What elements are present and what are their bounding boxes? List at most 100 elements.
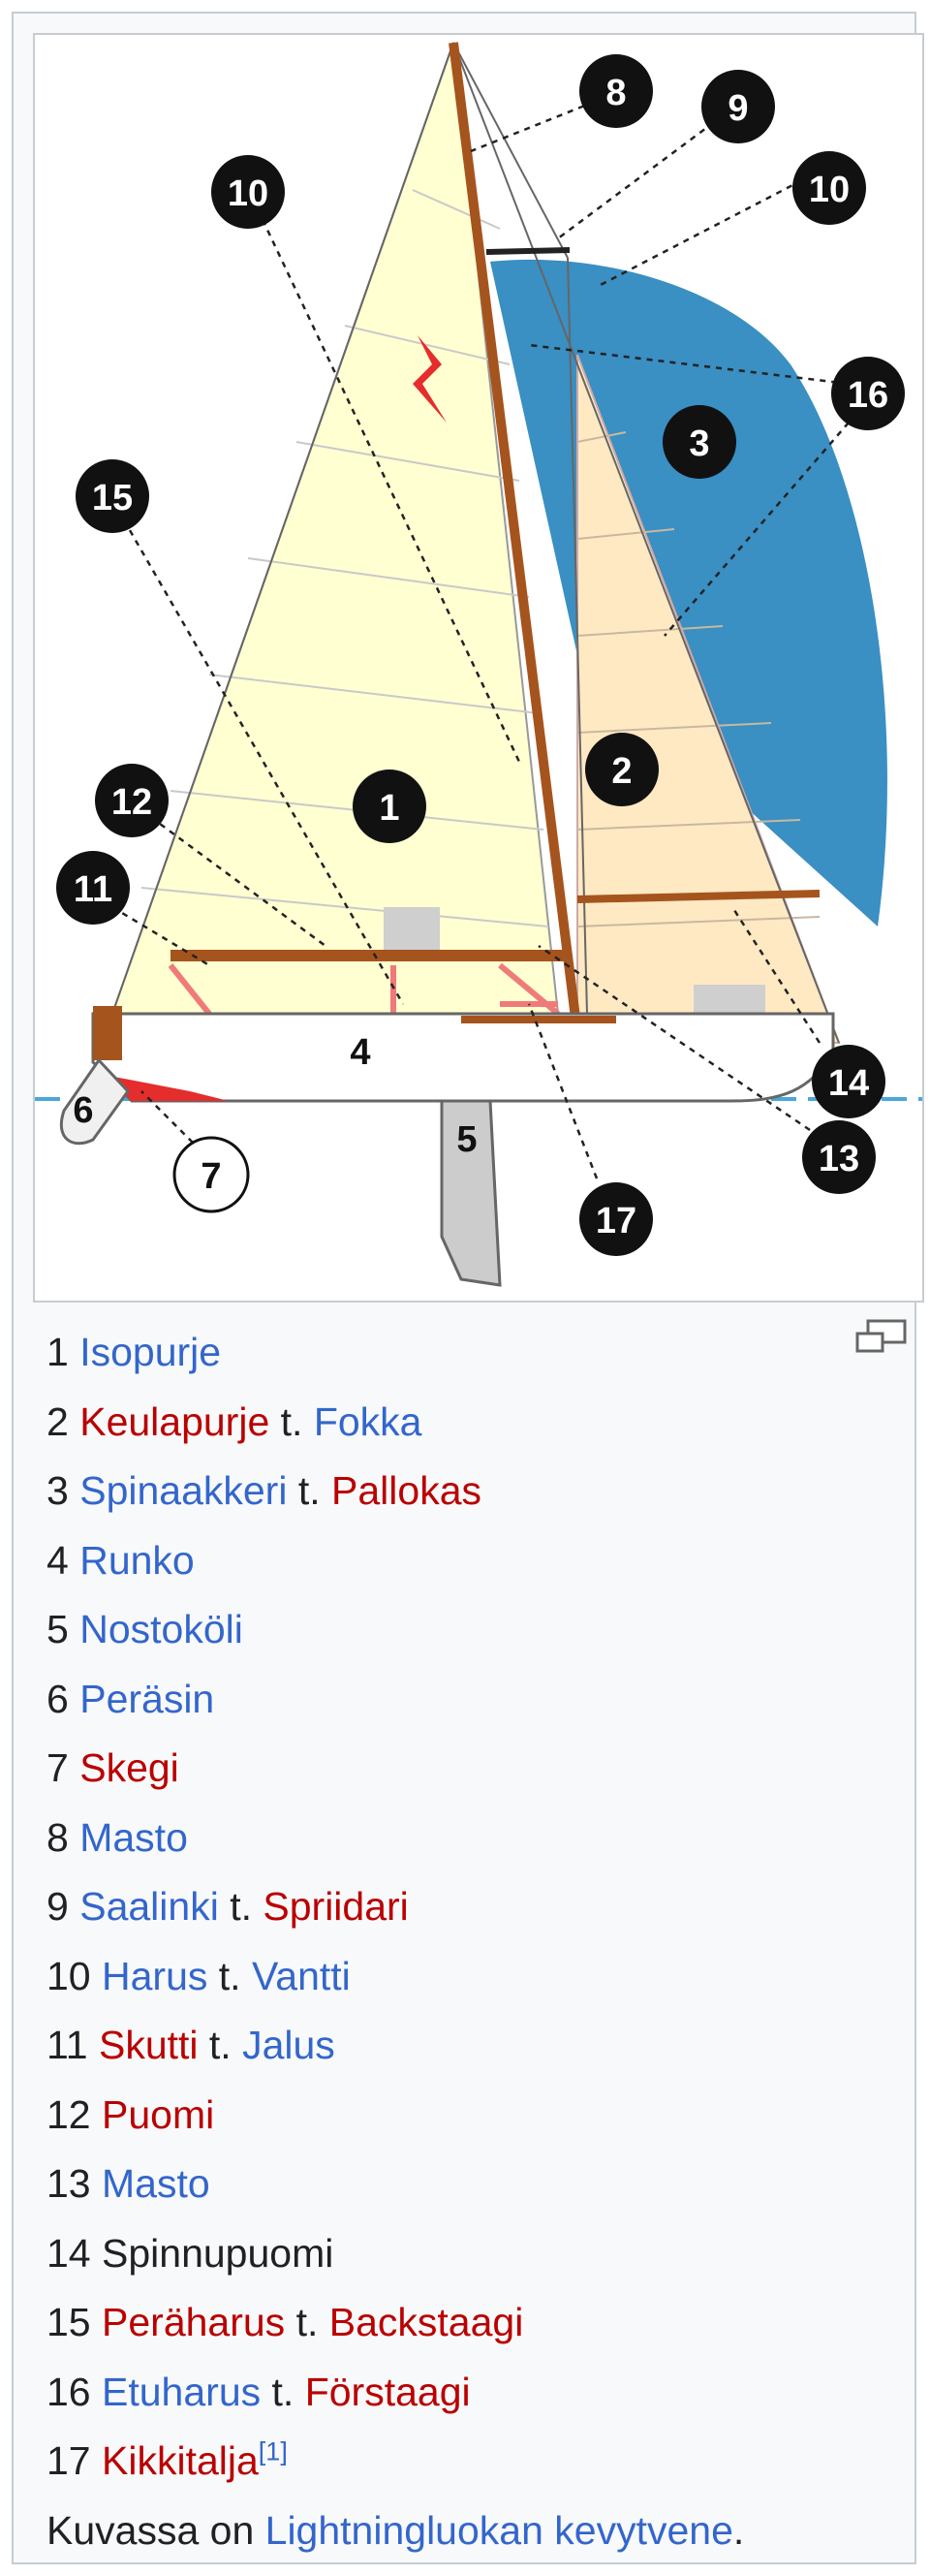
svg-text:8: 8 — [605, 73, 626, 113]
caption-link[interactable]: Spinaakkeri — [79, 1468, 288, 1513]
svg-text:9: 9 — [728, 88, 748, 129]
marker-10-right: 10 — [792, 151, 866, 225]
marker-14: 14 — [812, 1045, 885, 1118]
deck-strip — [461, 1016, 616, 1023]
svg-text:12: 12 — [111, 782, 152, 823]
caption-item-number: 1 — [46, 1330, 69, 1374]
caption-item-17: 17 Kikkitalja[1] — [46, 2427, 909, 2497]
sailboat-diagram[interactable]: 1 2 3 4 5 6 7 8 9 10 10 11 12 13 14 15 1… — [33, 33, 924, 1303]
svg-text:6: 6 — [73, 1090, 93, 1131]
caption-item-6: 6 Peräsin — [46, 1665, 909, 1735]
caption-item-10: 10 Harus t. Vantti — [46, 1942, 909, 2012]
caption-item-1: 1 Isopurje — [46, 1318, 909, 1388]
skeg — [99, 1074, 229, 1101]
jib-window — [694, 985, 765, 1018]
jib-battens — [576, 431, 821, 927]
marker-6: 6 — [73, 1090, 93, 1131]
boom — [170, 950, 570, 961]
spreader — [485, 247, 571, 255]
caption-link[interactable]: Skegi — [79, 1745, 179, 1790]
leader-lines — [110, 91, 850, 1179]
caption-item-9: 9 Saalinki t. Spriidari — [46, 1872, 909, 1942]
caption-item-14: 14 Spinnupuomi — [46, 2219, 909, 2289]
caption-text: Spinnupuomi — [102, 2230, 334, 2276]
caption-item-5: 5 Nostoköli — [46, 1595, 909, 1665]
caption-item-7: 7 Skegi — [46, 1734, 909, 1804]
caption-link[interactable]: Fokka — [313, 1398, 422, 1444]
caption-link[interactable]: Masto — [102, 2161, 210, 2206]
caption-item-number: 11 — [46, 2023, 88, 2067]
svg-text:5: 5 — [456, 1119, 477, 1160]
svg-text:10: 10 — [809, 170, 850, 210]
mainsail — [110, 42, 560, 1015]
caption-item-number: 15 — [46, 2300, 91, 2344]
marker-15: 15 — [76, 459, 149, 533]
spinnaker-pole — [576, 890, 821, 903]
svg-text:10: 10 — [228, 173, 268, 214]
svg-text:17: 17 — [596, 1201, 636, 1241]
caption-link[interactable]: Pallokas — [331, 1468, 482, 1513]
marker-11: 11 — [56, 851, 130, 925]
lightning-class-link[interactable]: Lightningluokan kevytvene — [264, 2507, 733, 2553]
hull — [91, 1012, 835, 1103]
svg-text:3: 3 — [689, 424, 709, 464]
caption-link[interactable]: Spriidari — [263, 1884, 409, 1929]
caption-text: t. — [261, 2369, 305, 2414]
marker-12: 12 — [95, 764, 169, 837]
caption-link[interactable]: Saalinki — [79, 1884, 219, 1929]
caption-link[interactable]: Förstaagi — [304, 2369, 471, 2414]
caption-link[interactable]: Masto — [79, 1814, 188, 1860]
svg-text:14: 14 — [828, 1063, 869, 1104]
caption-link[interactable]: Vantti — [251, 1953, 351, 1998]
image-thumbnail-box: 1 2 3 4 5 6 7 8 9 10 10 11 12 13 14 15 1… — [12, 12, 924, 2566]
caption-item-3: 3 Spinaakkeri t. Pallokas — [46, 1457, 909, 1526]
caption-link[interactable]: Etuharus — [102, 2369, 262, 2414]
caption-link[interactable]: Jalus — [242, 2023, 335, 2067]
caption-link[interactable]: Puomi — [102, 2091, 215, 2137]
magnify-clip-icon[interactable] — [854, 1318, 909, 1357]
caption-footer: Kuvassa on Lightningluokan kevytvene. — [46, 2497, 909, 2566]
caption-link[interactable]: Peräharus — [102, 2300, 286, 2344]
centerboard — [440, 1099, 502, 1287]
marker-17: 17 — [579, 1182, 653, 1256]
caption-link[interactable]: Keulapurje — [79, 1398, 270, 1444]
caption-item-number: 3 — [46, 1468, 69, 1513]
mainsail-battens — [140, 189, 549, 927]
marker-8: 8 — [579, 54, 653, 128]
caption-link[interactable]: Isopurje — [79, 1330, 222, 1374]
rigging-wires — [111, 42, 840, 1044]
rudder — [59, 1057, 130, 1146]
caption-link[interactable]: Nostoköli — [79, 1607, 243, 1651]
lightning-class-emblem — [413, 335, 447, 423]
caption-link[interactable]: Harus — [102, 1953, 208, 1998]
marker-16: 16 — [831, 357, 905, 430]
caption-footer-text: Kuvassa on — [46, 2507, 265, 2553]
caption-item-number: 7 — [46, 1745, 69, 1790]
caption-item-number: 12 — [46, 2091, 91, 2137]
caption-link[interactable]: Runko — [79, 1537, 195, 1583]
caption-link[interactable]: Backstaagi — [328, 2300, 524, 2344]
caption-link[interactable]: Kikkitalja — [102, 2438, 259, 2483]
caption-link[interactable]: Peräsin — [79, 1676, 215, 1721]
caption-text: t. — [269, 1398, 314, 1444]
caption-item-2: 2 Keulapurje t. Fokka — [46, 1388, 909, 1458]
number-markers: 1 2 3 4 5 6 7 8 9 10 10 11 12 13 14 15 1… — [56, 54, 905, 1256]
caption-link[interactable]: Skutti — [98, 2023, 199, 2067]
svg-text:1: 1 — [379, 788, 399, 829]
reference-link-text[interactable]: [1] — [258, 2436, 288, 2466]
svg-text:2: 2 — [611, 751, 632, 792]
marker-4: 4 — [350, 1032, 370, 1073]
caption-item-number: 17 — [46, 2438, 91, 2483]
marker-1: 1 — [353, 770, 426, 843]
reference-link[interactable]: [1] — [259, 2436, 288, 2466]
caption-item-16: 16 Etuharus t. Förstaagi — [46, 2358, 909, 2428]
mast — [449, 42, 582, 1034]
caption-item-number: 9 — [46, 1884, 69, 1929]
marker-9: 9 — [701, 70, 775, 143]
caption-text: t. — [287, 1468, 332, 1513]
marker-7: 7 — [172, 1136, 250, 1213]
caption-item-11: 11 Skutti t. Jalus — [46, 2011, 909, 2081]
caption-item-number: 14 — [46, 2230, 91, 2276]
caption-item-4: 4 Runko — [46, 1526, 909, 1596]
